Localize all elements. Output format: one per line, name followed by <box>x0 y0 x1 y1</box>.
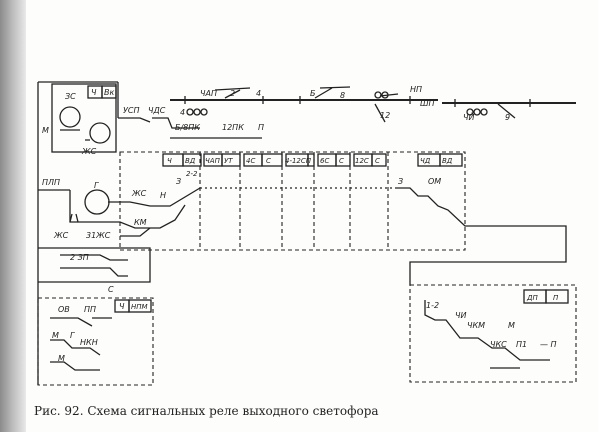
label-minus-p: — П <box>540 340 557 349</box>
label-ov: ОВ <box>58 305 70 314</box>
2zp-block <box>38 247 151 283</box>
label-three: З <box>176 177 181 186</box>
label-four: 4 <box>256 89 261 98</box>
label-m3: М <box>58 354 65 363</box>
label-chkm: ЧКМ <box>467 321 485 330</box>
label-p: П <box>258 123 264 132</box>
cell-ut: УТ <box>224 157 233 165</box>
label-n4: 4 <box>180 108 185 117</box>
cell-vd2: ВД <box>442 157 453 165</box>
label-chi2: ЧИ <box>455 311 466 320</box>
label-chi: ЧЙ <box>463 111 474 122</box>
cell-s3: С <box>375 157 380 165</box>
signal-lamp-icon <box>186 108 194 116</box>
track-relay-row <box>119 151 466 251</box>
zs-relay-block <box>51 83 117 153</box>
label-zhs: ЖС <box>81 147 97 156</box>
label-ch: Ч <box>91 88 97 97</box>
label-three-b: З <box>398 177 403 186</box>
cell-ch: Ч <box>167 157 172 165</box>
label-chap: ЧАП <box>200 89 217 98</box>
cell-4s: 4С <box>246 157 255 165</box>
label-n: Н <box>160 191 166 200</box>
label-chds: ЧДС <box>148 106 166 115</box>
label-plp: ПЛП <box>42 178 60 187</box>
cell-6s: 6С <box>320 157 329 165</box>
relay-circuit-diagram: ЗС Ч Вк М ЖС УСП ЧДС ЧАП 2 4 Б 8 НП ШП 4… <box>37 81 577 386</box>
switch-b <box>314 86 351 99</box>
label-12pk: 12ПК <box>222 123 244 132</box>
cell-s2: С <box>339 157 344 165</box>
zhs-lamp-icon <box>89 122 111 144</box>
label-dp: ДП <box>526 294 538 302</box>
label-p-box: П <box>553 294 559 302</box>
label-s: С <box>108 285 114 294</box>
switch-12 <box>374 103 386 123</box>
label-31zhs: 31ЖС <box>86 231 111 240</box>
g-lamp-icon <box>84 189 110 215</box>
label-zs: ЗС <box>65 92 76 101</box>
label-shp: ШП <box>420 99 435 108</box>
label-pp: ПП <box>84 305 96 314</box>
label-eight: 8 <box>340 91 345 100</box>
label-b8pk: Б/8ПК <box>175 123 200 132</box>
label-twelve: 12 <box>380 111 390 120</box>
label-2-2: 2-2 <box>186 170 198 178</box>
label-1-2: 1-2 <box>426 301 439 310</box>
label-m2: М <box>52 331 59 340</box>
cell-12s: 12С <box>355 157 369 165</box>
cell-chd: ЧД <box>420 157 431 165</box>
remote-relay-block <box>409 284 577 383</box>
label-m: М <box>42 126 49 135</box>
figure-caption: Рис. 92. Схема сигнальных реле выходного… <box>34 404 379 418</box>
label-usp: УСП <box>123 106 139 115</box>
label-m4: М <box>508 321 515 330</box>
usp-contact <box>118 117 180 129</box>
line-to-remote <box>395 187 567 285</box>
label-npm: НПМ <box>131 303 148 311</box>
label-nkn: НКН <box>80 338 98 347</box>
cell-chap: ЧАП <box>205 157 221 165</box>
capacitor-icon <box>69 213 79 223</box>
label-p1: П1 <box>516 340 527 349</box>
label-nine: 9 <box>505 113 510 122</box>
label-2zp: 2 ЗП <box>70 253 89 262</box>
cell-vd: ВД <box>185 157 196 165</box>
label-ch2: Ч <box>119 302 125 311</box>
cell-12s: 4-12СП <box>285 157 312 165</box>
cell-s1: С <box>266 157 271 165</box>
label-vk: Вк <box>104 88 114 97</box>
label-zhs2: ЖС <box>131 189 147 198</box>
label-np: НП <box>410 85 422 94</box>
label-om: ОМ <box>428 177 441 186</box>
zs-lamp-icon <box>59 106 81 128</box>
binding-shadow <box>0 0 26 432</box>
label-km: КМ <box>134 218 147 227</box>
remote-contact-chain <box>424 300 550 361</box>
switch-9 <box>497 103 516 119</box>
label-g: Г <box>94 181 99 190</box>
label-g2: Г <box>70 331 75 340</box>
switch-2 <box>214 87 251 99</box>
label-zhs-b: ЖС <box>53 231 69 240</box>
label-chks: ЧКС <box>490 340 507 349</box>
label-b: Б <box>310 89 316 98</box>
label-two: 2 <box>230 89 235 98</box>
